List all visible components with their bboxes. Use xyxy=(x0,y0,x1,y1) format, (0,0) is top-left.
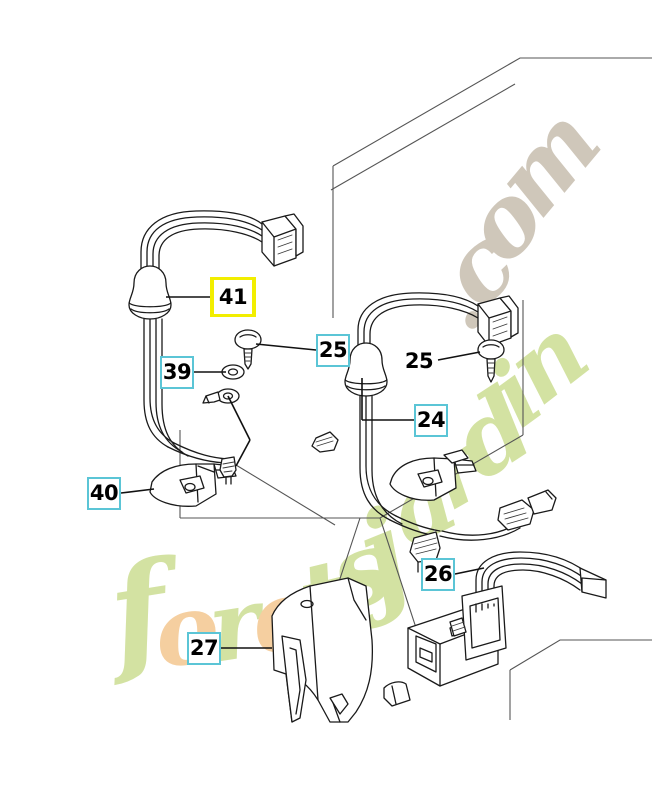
callout-41[interactable]: 41 xyxy=(210,277,256,317)
callout-40[interactable]: 40 xyxy=(87,477,121,510)
callout-39-label: 39 xyxy=(162,360,192,384)
part-25-screw-right xyxy=(477,339,505,383)
callout-25-right[interactable]: 25 xyxy=(402,347,436,375)
part-27-housing-shroud xyxy=(271,577,374,723)
callout-26-label: 26 xyxy=(423,562,453,586)
module-right-of-24 xyxy=(389,449,477,501)
callout-25-left[interactable]: 25 xyxy=(316,334,350,367)
cable-clip-left xyxy=(219,456,237,485)
leader-lines xyxy=(120,296,485,649)
callout-41-label: 41 xyxy=(214,280,252,314)
perspective-frame-lines xyxy=(179,57,652,720)
callout-26[interactable]: 26 xyxy=(421,558,455,591)
callout-27[interactable]: 27 xyxy=(187,632,221,665)
callout-27-label: 27 xyxy=(189,636,219,660)
part-24-harness xyxy=(344,292,519,537)
callout-39[interactable]: 39 xyxy=(160,356,194,389)
callout-40-label: 40 xyxy=(89,481,119,505)
callout-25-left-label: 25 xyxy=(318,338,348,362)
part-41-harness xyxy=(128,210,304,464)
bottom-right-detail xyxy=(383,681,411,707)
callout-24-label: 24 xyxy=(416,408,446,432)
right-terminal-cluster xyxy=(311,431,557,541)
callout-24[interactable]: 24 xyxy=(414,404,448,437)
part-25-screw-left xyxy=(234,329,262,370)
part-39-terminal-lug xyxy=(202,364,245,404)
part-26-switch-assembly xyxy=(407,531,607,687)
callout-25-right-label: 25 xyxy=(404,348,434,373)
